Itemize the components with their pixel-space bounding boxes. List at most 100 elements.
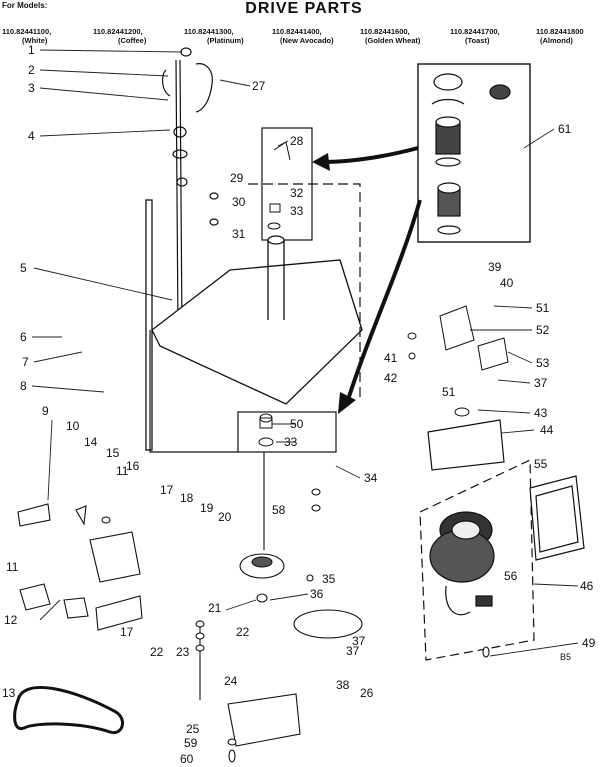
callout-56: 56: [504, 569, 518, 583]
upper-right-brackets: [407, 305, 509, 417]
callout-17: 17: [160, 483, 174, 497]
callout-23: 23: [176, 645, 190, 659]
callout-3: 3: [28, 81, 35, 95]
model-number: 110.82441800: [536, 27, 584, 36]
callout-25: 25: [186, 722, 200, 736]
for-models-label: For Models:: [2, 1, 48, 10]
callout-60: 60: [180, 752, 194, 766]
callout-11: 11: [116, 464, 129, 478]
dashed-outline-upper: [248, 183, 361, 400]
callout-35: 35: [322, 572, 336, 586]
inset-box-61: [417, 63, 531, 243]
drive-belt: [13, 686, 125, 735]
callout-12: 12: [4, 613, 18, 627]
model-color: (New Avocado): [280, 36, 334, 45]
callout-8: 8: [20, 379, 27, 393]
callout-4: 4: [28, 129, 35, 143]
callout-51: 51: [442, 385, 456, 399]
callout-44: 44: [540, 423, 554, 437]
callout-10: 10: [66, 419, 80, 433]
agitator-shaft-assembly: [161, 47, 219, 331]
callout-21: 21: [208, 601, 222, 615]
callout-55: 55: [534, 457, 548, 471]
model-color: (Almond): [540, 36, 573, 45]
callout-11: 11: [6, 560, 19, 574]
page-code: B5: [560, 652, 571, 662]
callout-33: 33: [290, 204, 304, 218]
callout-2: 2: [28, 63, 35, 77]
callout-27: 27: [252, 79, 266, 93]
motor-mount-plate: [529, 475, 585, 561]
model-number: 110.82441600,: [360, 27, 410, 36]
model-color: (Golden Wheat): [365, 36, 421, 45]
model-color: (Coffee): [118, 36, 147, 45]
callout-16: 16: [126, 459, 140, 473]
callout-14: 14: [84, 435, 98, 449]
callout-59: 59: [184, 736, 198, 750]
callout-61: 61: [558, 122, 572, 136]
dashed-outline-motor: [419, 459, 535, 661]
callout-37: 37: [352, 634, 366, 648]
callout-19: 19: [200, 501, 214, 515]
callout-22: 22: [150, 645, 164, 659]
callout-37: 37: [534, 376, 548, 390]
page-title: DRIVE PARTS: [245, 0, 363, 17]
callout-36: 36: [310, 587, 324, 601]
callout-58: 58: [272, 503, 286, 517]
model-number: 110.82441200,: [93, 27, 143, 36]
callout-9: 9: [42, 404, 49, 418]
callout-37: 37: [346, 644, 360, 658]
callout-15: 15: [106, 446, 120, 460]
transmission-housing: [145, 199, 363, 451]
callout-7: 7: [22, 355, 29, 369]
callout-34: 34: [364, 471, 378, 485]
solid-outline-left: [149, 330, 238, 453]
callout-6: 6: [20, 330, 27, 344]
clutch-parts-61: [431, 73, 511, 235]
callout-39: 39: [488, 260, 502, 274]
arrow-heads: [312, 153, 356, 414]
model-color: (Toast): [465, 36, 490, 45]
model-number: 110.82441700,: [450, 27, 500, 36]
callout-38: 38: [336, 678, 350, 692]
callout-50: 50: [290, 417, 304, 431]
callout-41: 41: [384, 351, 398, 365]
callout-29: 29: [230, 171, 244, 185]
callout-24: 24: [224, 674, 238, 688]
brake-parts: [17, 503, 143, 631]
callout-17: 17: [120, 625, 134, 639]
callout-46: 46: [580, 579, 594, 593]
callout-22: 22: [236, 625, 250, 639]
callout-52: 52: [536, 323, 550, 337]
gearcase-bracket: [427, 419, 505, 471]
callout-53: 53: [536, 356, 550, 370]
model-number: 110.82441400,: [272, 27, 322, 36]
model-color: (White): [22, 36, 48, 45]
model-number: 110.82441300,: [184, 27, 234, 36]
callout-49: 49: [582, 636, 596, 650]
lower-drive-parts: [195, 452, 490, 763]
callout-30: 30: [232, 195, 246, 209]
inset-upper-parts: [267, 141, 291, 230]
callout-40: 40: [500, 276, 514, 290]
callout-5: 5: [20, 261, 27, 275]
leader-lines: [31, 49, 579, 657]
callout-32: 32: [290, 186, 304, 200]
callout-31: 31: [232, 227, 246, 241]
inset-lower-parts: [258, 413, 274, 447]
callout-arrows: [321, 146, 422, 407]
callout-42: 42: [384, 371, 398, 385]
motor-assembly: [429, 511, 495, 616]
inset-box-lower: [237, 411, 337, 453]
callout-20: 20: [218, 510, 232, 524]
callout-43: 43: [534, 406, 548, 420]
callout-13: 13: [2, 686, 16, 700]
model-number: 110.82441100,: [2, 27, 52, 36]
callout-51: 51: [536, 301, 550, 315]
model-color: (Platinum): [207, 36, 244, 45]
callout-1: 1: [28, 43, 35, 57]
callout-28: 28: [290, 134, 304, 148]
callout-26: 26: [360, 686, 374, 700]
callout-labels: 1 2 3 4 5 6 7 8 9 10 11 11 12 13 14 15 1…: [2, 43, 596, 766]
